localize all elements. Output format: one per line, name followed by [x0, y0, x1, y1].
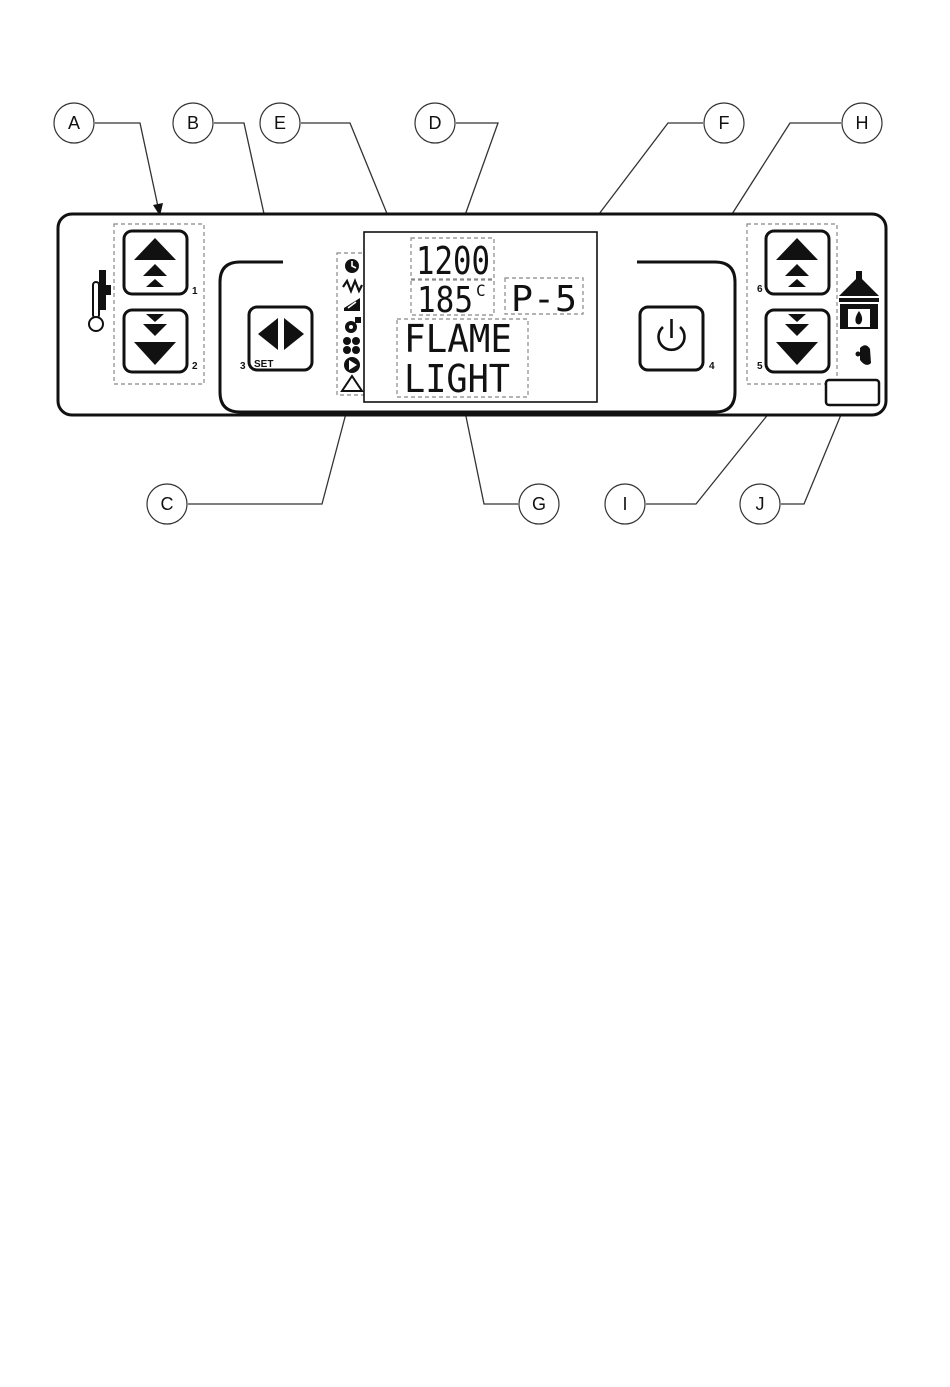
- callout-label: J: [756, 494, 765, 514]
- callout-f: F: [704, 103, 744, 143]
- callout-h: H: [842, 103, 882, 143]
- callout-b: B: [173, 103, 213, 143]
- button-number: 2: [192, 361, 198, 372]
- callout-g: G: [519, 484, 559, 524]
- set-label: SET: [254, 359, 273, 370]
- display-line-1: 1200: [416, 239, 490, 283]
- display-message-line-1: FLAME: [404, 317, 512, 361]
- display-temperature-unit: C: [476, 281, 486, 300]
- callout-label: C: [161, 494, 174, 514]
- button-3-set[interactable]: SET: [249, 307, 312, 370]
- callout-c: C: [147, 484, 187, 524]
- receiver-window: [826, 380, 879, 405]
- callout-label: D: [429, 113, 442, 133]
- leader-c: [188, 402, 349, 504]
- leader-a: [95, 123, 160, 216]
- leader-j: [781, 405, 845, 504]
- callout-i: I: [605, 484, 645, 524]
- button-6-up[interactable]: [766, 231, 829, 294]
- button-number: 6: [757, 284, 763, 295]
- button-1-up[interactable]: [124, 231, 187, 294]
- callout-label: F: [719, 113, 730, 133]
- button-2-down[interactable]: [124, 310, 187, 372]
- clock-icon: [345, 259, 359, 273]
- callout-label: A: [68, 113, 80, 133]
- callout-label: I: [622, 494, 627, 514]
- callout-e: E: [260, 103, 300, 143]
- button-number: 5: [757, 361, 763, 372]
- button-number: 4: [709, 361, 715, 372]
- button-4-power[interactable]: [640, 307, 703, 370]
- callout-j: J: [740, 484, 780, 524]
- callout-d: D: [415, 103, 455, 143]
- display-power-level: P-5: [511, 279, 577, 320]
- callout-label: B: [187, 113, 199, 133]
- pump-icon: [344, 357, 360, 373]
- callout-a: A: [54, 103, 94, 143]
- button-5-down[interactable]: [766, 310, 829, 372]
- display-message-line-2: LIGHT: [404, 357, 510, 401]
- display-temperature: 185: [417, 280, 473, 321]
- callout-label: H: [856, 113, 869, 133]
- button-number: 1: [192, 286, 198, 297]
- callout-label: G: [532, 494, 546, 514]
- button-number: 3: [240, 361, 246, 372]
- callout-label: E: [274, 113, 286, 133]
